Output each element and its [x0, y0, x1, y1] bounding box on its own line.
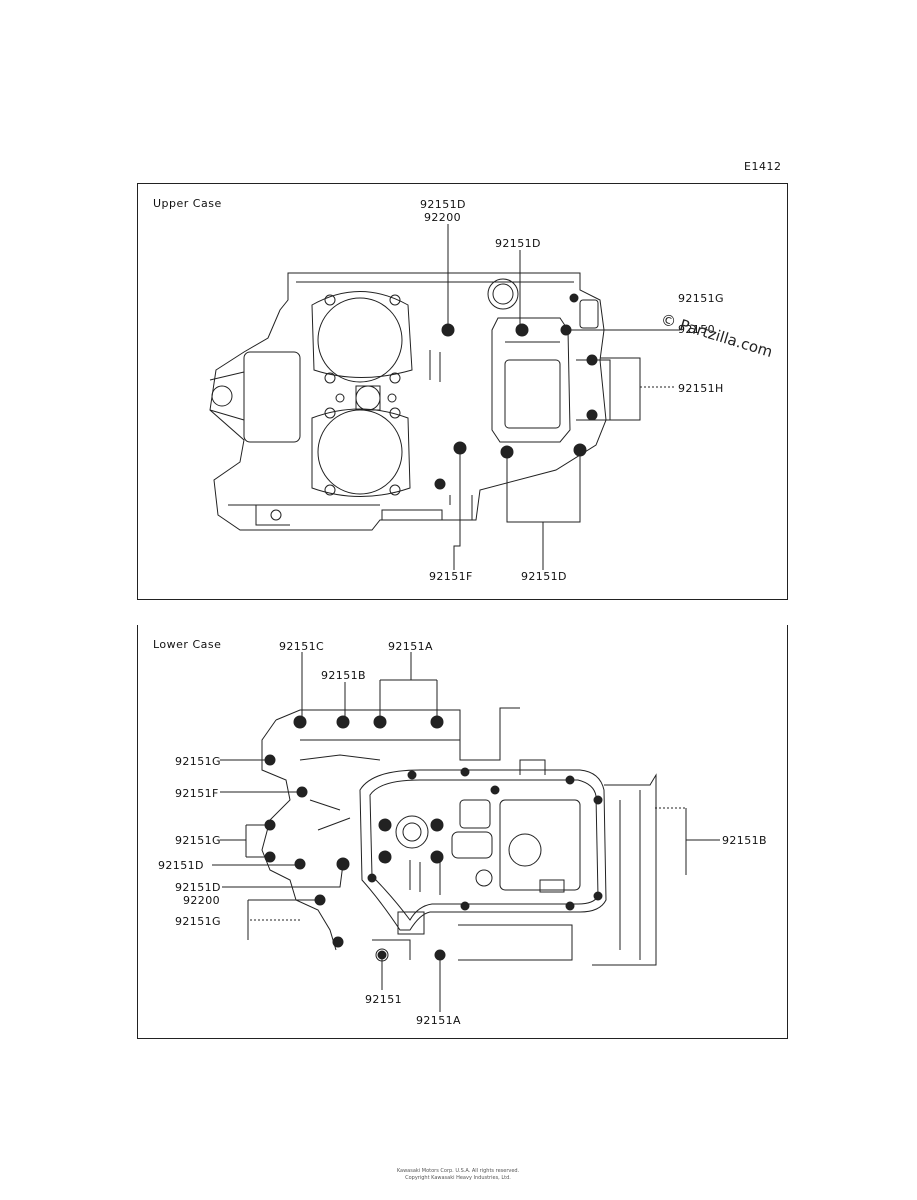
label-upper-92151d-bottom: 92151D	[521, 570, 567, 583]
label-lower-92151g-1: 92151G	[175, 755, 221, 768]
label-upper-92151h: 92151H	[678, 382, 724, 395]
label-lower-92151g-3: 92151G	[175, 915, 221, 928]
label-lower-92151g-2: 92151G	[175, 834, 221, 847]
label-lower-92151d-1: 92151D	[158, 859, 204, 872]
label-upper-92151d-top: 92151D	[420, 198, 466, 211]
label-lower-92200: 92200	[183, 894, 220, 907]
figure-code: E1412	[744, 160, 782, 173]
lower-case-panel	[137, 625, 788, 1039]
label-upper-92151d-mid: 92151D	[495, 237, 541, 250]
label-lower-92151: 92151	[365, 993, 402, 1006]
upper-case-drawing	[209, 224, 680, 570]
upper-case-panel	[137, 183, 788, 600]
footer-line-2: Copyright Kawasaki Heavy Industries, Ltd…	[405, 1175, 511, 1181]
lower-case-title: Lower Case	[153, 638, 222, 651]
label-upper-92150: 92150	[678, 323, 715, 336]
upper-case-title: Upper Case	[153, 197, 222, 210]
label-lower-92151d-2: 92151D	[175, 881, 221, 894]
label-lower-92151a-bottom: 92151A	[416, 1014, 461, 1027]
label-lower-92151c: 92151C	[279, 640, 325, 653]
label-lower-92151b-top: 92151B	[321, 669, 366, 682]
lower-case-drawing	[212, 652, 720, 1012]
label-upper-92151g: 92151G	[678, 292, 724, 305]
label-lower-92151b-right: 92151B	[722, 834, 767, 847]
label-lower-92151f: 92151F	[175, 787, 219, 800]
label-lower-92151a-top: 92151A	[388, 640, 433, 653]
label-upper-92200: 92200	[424, 211, 461, 224]
label-upper-92151f: 92151F	[429, 570, 473, 583]
footer-line-1: Kawasaki Motors Corp. U.S.A. All rights …	[396, 1168, 520, 1174]
